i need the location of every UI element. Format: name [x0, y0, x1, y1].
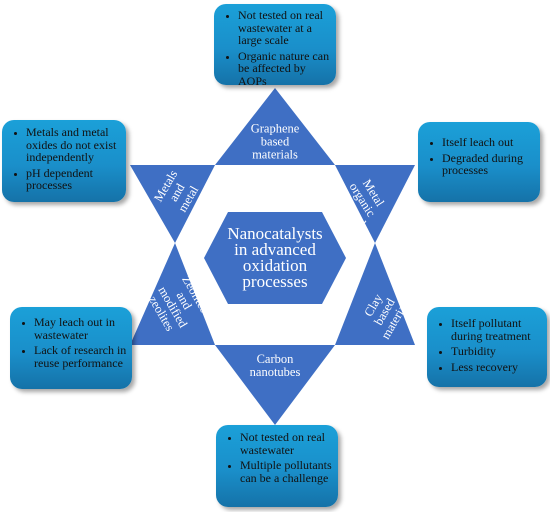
- limitation-item: Metals and metal oxides do not exist ind…: [26, 126, 122, 164]
- point-upper-right: [335, 165, 415, 243]
- center-line: oxidation: [242, 256, 308, 275]
- limitation-item: Itself leach out: [442, 136, 536, 149]
- center-line: processes: [242, 272, 308, 291]
- center-line: Nanocatalysts: [227, 224, 323, 243]
- limitations-box-lower-left: May leach out in wastewater Lack of rese…: [10, 307, 132, 389]
- limitation-item: May leach out in wastewater: [34, 316, 128, 341]
- limitation-item: Organic nature can be affected by AOPs: [238, 49, 332, 88]
- limitations-box-top: Not tested on real wastewater at a large…: [214, 4, 336, 88]
- limitation-item: Not tested on real wastewater: [240, 431, 334, 456]
- limitation-item: Itself pollutant during treatment: [451, 317, 543, 342]
- point-upper-left: [130, 165, 215, 243]
- limitation-item: Degraded during processes: [442, 151, 536, 177]
- limitation-item: Turbidity: [451, 345, 543, 358]
- limitations-box-upper-left: Metals and metal oxides do not exist ind…: [2, 120, 126, 202]
- point-lower-right: [335, 243, 415, 345]
- limitation-item: Lack of research in reuse performance: [34, 344, 128, 369]
- limitations-box-upper-right: Itself leach out Degraded during process…: [418, 122, 540, 202]
- center-line: in advanced: [234, 240, 316, 259]
- point-bottom: [215, 345, 335, 425]
- point-top: [215, 88, 335, 165]
- limitations-box-lower-right: Itself pollutant during treatment Turbid…: [427, 307, 547, 387]
- center-label: Nanocatalysts in advanced oxidation proc…: [205, 224, 345, 291]
- limitation-item: Not tested on real wastewater at a large…: [238, 9, 332, 47]
- label-graphene: Graphene based materials: [250, 121, 300, 162]
- limitations-box-bottom: Not tested on real wastewater Multiple p…: [216, 425, 338, 507]
- label-carbon: Carbon nanotubes: [249, 352, 301, 379]
- limitation-item: Multiple pollutants can be a challenge: [240, 459, 334, 484]
- limitation-item: pH dependent processes: [26, 166, 122, 192]
- point-lower-left: [130, 243, 215, 345]
- center-hexagon: [204, 212, 346, 304]
- limitation-item: Less recovery: [451, 360, 543, 374]
